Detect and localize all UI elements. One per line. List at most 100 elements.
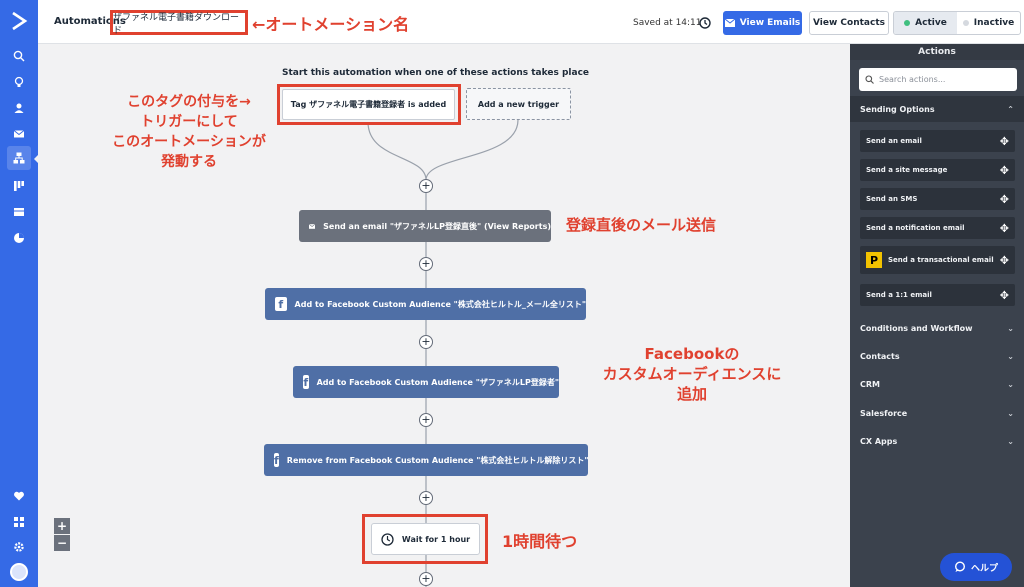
inactive-option[interactable]: Inactive [957, 12, 1020, 34]
facebook-remove-step[interactable]: f Remove from Facebook Custom Audience "… [264, 444, 589, 476]
zoom-out-button[interactable]: − [54, 535, 70, 551]
section-cx-apps[interactable]: CX Apps ⌄ [850, 428, 1024, 454]
heart-icon[interactable] [9, 486, 29, 506]
action-label: Send a site message [866, 166, 948, 174]
action-label: Send an email [866, 137, 922, 145]
view-emails-button[interactable]: View Emails [723, 11, 802, 35]
view-emails-label: View Emails [739, 18, 801, 28]
action-send-transactional-email[interactable]: P Send a transactional email ✥ [860, 246, 1015, 274]
app-logo-icon[interactable] [8, 10, 30, 32]
search-icon[interactable] [9, 46, 29, 66]
add-step-button[interactable]: + [419, 491, 433, 505]
zoom-in-button[interactable]: + [54, 518, 70, 534]
email-icon [724, 19, 735, 27]
annotation-wait-note: 1時間待つ [502, 532, 578, 551]
apps-grid-icon[interactable] [9, 512, 29, 532]
annotation-name-arrow: ←オートメーション名 [252, 15, 410, 34]
chevron-down-icon: ⌄ [1007, 351, 1014, 361]
left-rail [0, 0, 39, 587]
active-label: Active [915, 18, 947, 28]
view-contacts-button[interactable]: View Contacts [809, 11, 889, 35]
avatar[interactable] [10, 563, 28, 581]
annotation-line: Facebookの [644, 345, 740, 363]
facebook-audience-step[interactable]: f Add to Facebook Custom Audience "ザファネル… [293, 366, 559, 398]
action-send-notification-email[interactable]: Send a notification email ✥ [860, 217, 1015, 239]
section-label: Contacts [860, 351, 900, 361]
chevron-down-icon: ⌄ [1007, 323, 1014, 333]
drag-move-icon[interactable]: ✥ [999, 163, 1009, 177]
campaigns-mail-icon[interactable] [9, 124, 29, 144]
lightbulb-icon[interactable] [9, 72, 29, 92]
add-step-button[interactable]: + [419, 257, 433, 271]
add-step-button[interactable]: + [419, 335, 433, 349]
add-step-button[interactable]: + [419, 413, 433, 427]
search-icon [865, 75, 874, 84]
postmark-icon: P [866, 252, 882, 268]
facebook-icon: f [275, 297, 287, 311]
drag-move-icon[interactable]: ✥ [999, 288, 1009, 302]
drag-move-icon[interactable]: ✥ [999, 192, 1009, 206]
step-label: Add to Facebook Custom Audience "株式会社ヒルト… [294, 299, 586, 309]
annotation-line: 追加 [676, 385, 707, 403]
history-icon[interactable] [698, 15, 712, 29]
drag-move-icon[interactable]: ✥ [999, 221, 1009, 235]
help-button[interactable]: ヘルプ [940, 553, 1012, 581]
add-trigger-button[interactable]: Add a new trigger [466, 88, 571, 120]
email-icon [309, 223, 316, 229]
annotation-facebook-note: Facebookの カスタムオーディエンスに 追加 [576, 344, 808, 404]
chevron-down-icon: ⌄ [1007, 379, 1014, 389]
action-label: Send a notification email [866, 224, 965, 232]
contacts-icon[interactable] [9, 98, 29, 118]
chevron-down-icon: ⌄ [1007, 408, 1014, 418]
chat-bubble-icon [954, 561, 965, 572]
step-label: Add to Facebook Custom Audience "ザファネルLP… [316, 377, 559, 387]
add-step-button[interactable]: + [419, 179, 433, 193]
action-send-site-message[interactable]: Send a site message ✥ [860, 159, 1015, 181]
action-label: Send a transactional email [888, 256, 994, 264]
top-bar: Automations ザファネル電子書籍ダウンロード ←オートメーション名 S… [38, 0, 1024, 44]
site-icon[interactable] [9, 202, 29, 222]
action-send-email[interactable]: Send an email ✥ [860, 130, 1015, 152]
annotation-line: このオートメーションが [112, 134, 266, 150]
annotation-trigger-note: このタグの付与を→ トリガーにして このオートメーションが 発動する [104, 92, 274, 172]
facebook-icon: f [274, 453, 279, 467]
send-email-step[interactable]: Send an email "ザファネルLP登録直後" (View Report… [299, 210, 551, 242]
add-step-button[interactable]: + [419, 572, 433, 586]
automations-icon[interactable] [7, 146, 31, 170]
chevron-down-icon: ⌄ [1007, 436, 1014, 446]
tag-added-trigger[interactable]: Tag ザファネル電子書籍登録者 is added [282, 89, 455, 120]
step-label: Send an email "ザファネルLP登録直後" (View Report… [323, 221, 551, 231]
annotation-line: トリガーにして [140, 114, 238, 130]
action-send-sms[interactable]: Send an SMS ✥ [860, 188, 1015, 210]
annotation-line: 発動する [161, 154, 217, 170]
actions-search [859, 68, 1017, 91]
panel-title: Actions [850, 44, 1024, 60]
search-actions-input[interactable] [879, 75, 1009, 84]
deals-pipeline-icon[interactable] [9, 176, 29, 196]
breadcrumb[interactable]: Automations [54, 16, 126, 27]
annotation-email-note: 登録直後のメール送信 [566, 216, 717, 234]
inactive-dot-icon [962, 20, 969, 26]
trigger-highlight [277, 84, 461, 125]
chevron-up-icon: ⌃ [1007, 104, 1014, 114]
facebook-audience-step[interactable]: f Add to Facebook Custom Audience "株式会社ヒ… [265, 288, 586, 320]
section-label: Salesforce [860, 408, 908, 418]
actions-panel: Actions Sending Options ⌃ Send an email … [850, 44, 1024, 587]
status-toggle: Active Inactive [893, 11, 1021, 35]
active-dot-icon [904, 20, 911, 26]
section-crm[interactable]: CRM ⌄ [850, 371, 1024, 397]
step-label: Remove from Facebook Custom Audience "株式… [286, 455, 589, 465]
wait-step[interactable]: Wait for 1 hour [371, 523, 480, 555]
settings-gear-icon[interactable] [9, 537, 29, 557]
active-option[interactable]: Active [894, 12, 957, 34]
section-contacts[interactable]: Contacts ⌄ [850, 343, 1024, 369]
section-sending-options[interactable]: Sending Options ⌃ [850, 96, 1024, 122]
inactive-label: Inactive [973, 18, 1015, 28]
section-conditions-workflow[interactable]: Conditions and Workflow ⌄ [850, 315, 1024, 341]
drag-move-icon[interactable]: ✥ [999, 253, 1009, 267]
action-send-1to1-email[interactable]: Send a 1:1 email ✥ [860, 284, 1015, 306]
reports-pie-icon[interactable] [9, 228, 29, 248]
section-salesforce[interactable]: Salesforce ⌄ [850, 400, 1024, 426]
automation-name-field[interactable]: ザファネル電子書籍ダウンロード [110, 10, 248, 36]
drag-move-icon[interactable]: ✥ [999, 134, 1009, 148]
